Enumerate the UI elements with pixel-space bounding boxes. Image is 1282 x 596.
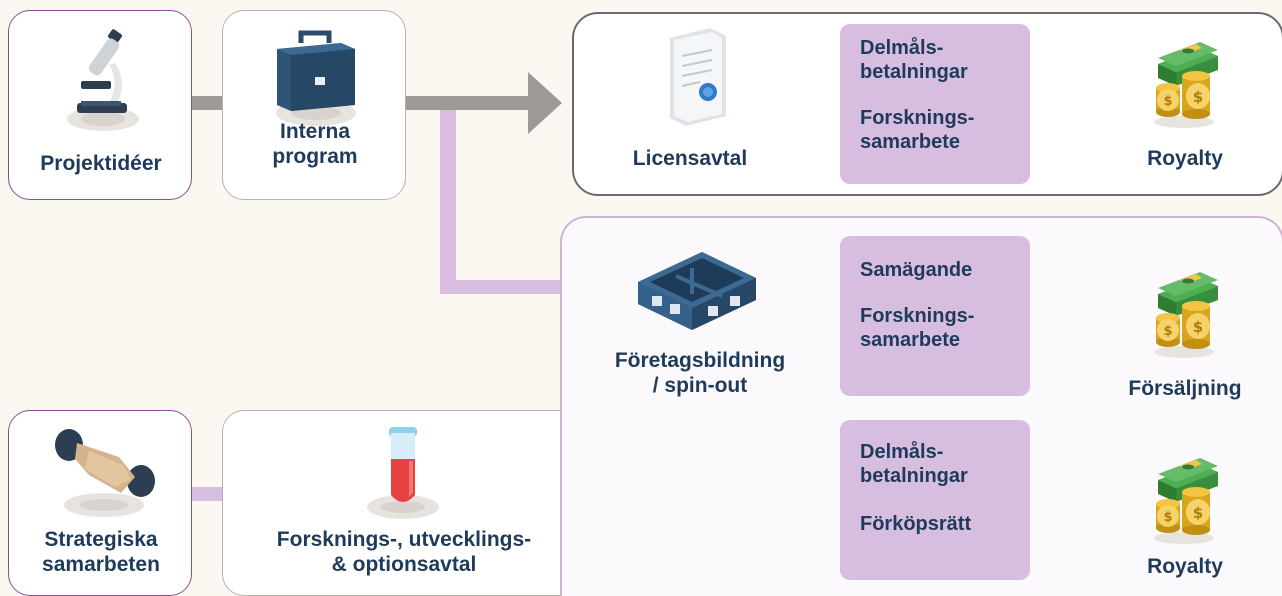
label-internal-programs: Interna program [272, 120, 358, 168]
term-research-collab: Forsknings- samarbete [860, 107, 975, 153]
term-research-collab-2: Forsknings- samarbete [860, 305, 975, 351]
card-strategic-collab: Strategiska samarbeten [8, 410, 192, 596]
label-sale: Försäljning [1128, 377, 1242, 400]
svg-text:$: $ [1163, 510, 1172, 525]
svg-text:$: $ [1193, 318, 1203, 336]
term-milestone-payments-2: Delmåls- betalningar [860, 441, 968, 487]
term-right-of-first-refusal: Förköpsrätt [860, 513, 972, 535]
test-tube-icon [367, 427, 439, 519]
certificate-document-icon [670, 28, 726, 126]
building-icon [638, 252, 756, 330]
term-co-ownership: Samägande [860, 259, 973, 281]
microscope-icon [67, 29, 139, 131]
terms-box-license: Delmåls- betalningar Forsknings- samarbe… [840, 24, 1030, 184]
money-stack-icon: $ $ [1154, 458, 1218, 544]
connector-branch-down [440, 110, 456, 294]
money-stack-icon: $ $ [1154, 272, 1218, 358]
card-project-ideas: Projektidéer [8, 10, 192, 200]
card-research-agreements: Forsknings-, utvecklings- & optionsavtal [222, 410, 584, 596]
label-license: Licensavtal [632, 147, 748, 170]
connector-ideas-to-programs [192, 96, 222, 110]
svg-text:$: $ [1163, 324, 1172, 339]
connector-collab-to-agreements [192, 487, 222, 501]
svg-text:$: $ [1193, 88, 1203, 106]
label-royalty-1: Royalty [1147, 147, 1223, 170]
handshake-icon [55, 429, 155, 517]
label-project-ideas: Projektidéer [40, 152, 162, 175]
label-research-agreements: Forsknings-, utvecklings- & optionsavtal [276, 528, 532, 576]
card-internal-programs: Interna program [222, 10, 406, 200]
money-stack-icon: $ $ [1154, 42, 1218, 128]
terms-box-spinout: Samägande Forsknings- samarbete [840, 236, 1030, 396]
arrowhead-license [528, 72, 562, 134]
briefcase-icon [276, 30, 356, 126]
label-spinout: Företagsbildning / spin-out [614, 349, 786, 397]
terms-box-partnership: Delmåls- betalningar Förköpsrätt [840, 420, 1030, 580]
svg-text:$: $ [1193, 504, 1203, 522]
term-milestone-payments: Delmåls- betalningar [860, 37, 968, 83]
label-royalty-2: Royalty [1147, 555, 1223, 578]
connector-programs-to-license [406, 96, 536, 110]
label-strategic-collab: Strategiska samarbeten [42, 528, 160, 576]
svg-text:$: $ [1163, 94, 1172, 109]
